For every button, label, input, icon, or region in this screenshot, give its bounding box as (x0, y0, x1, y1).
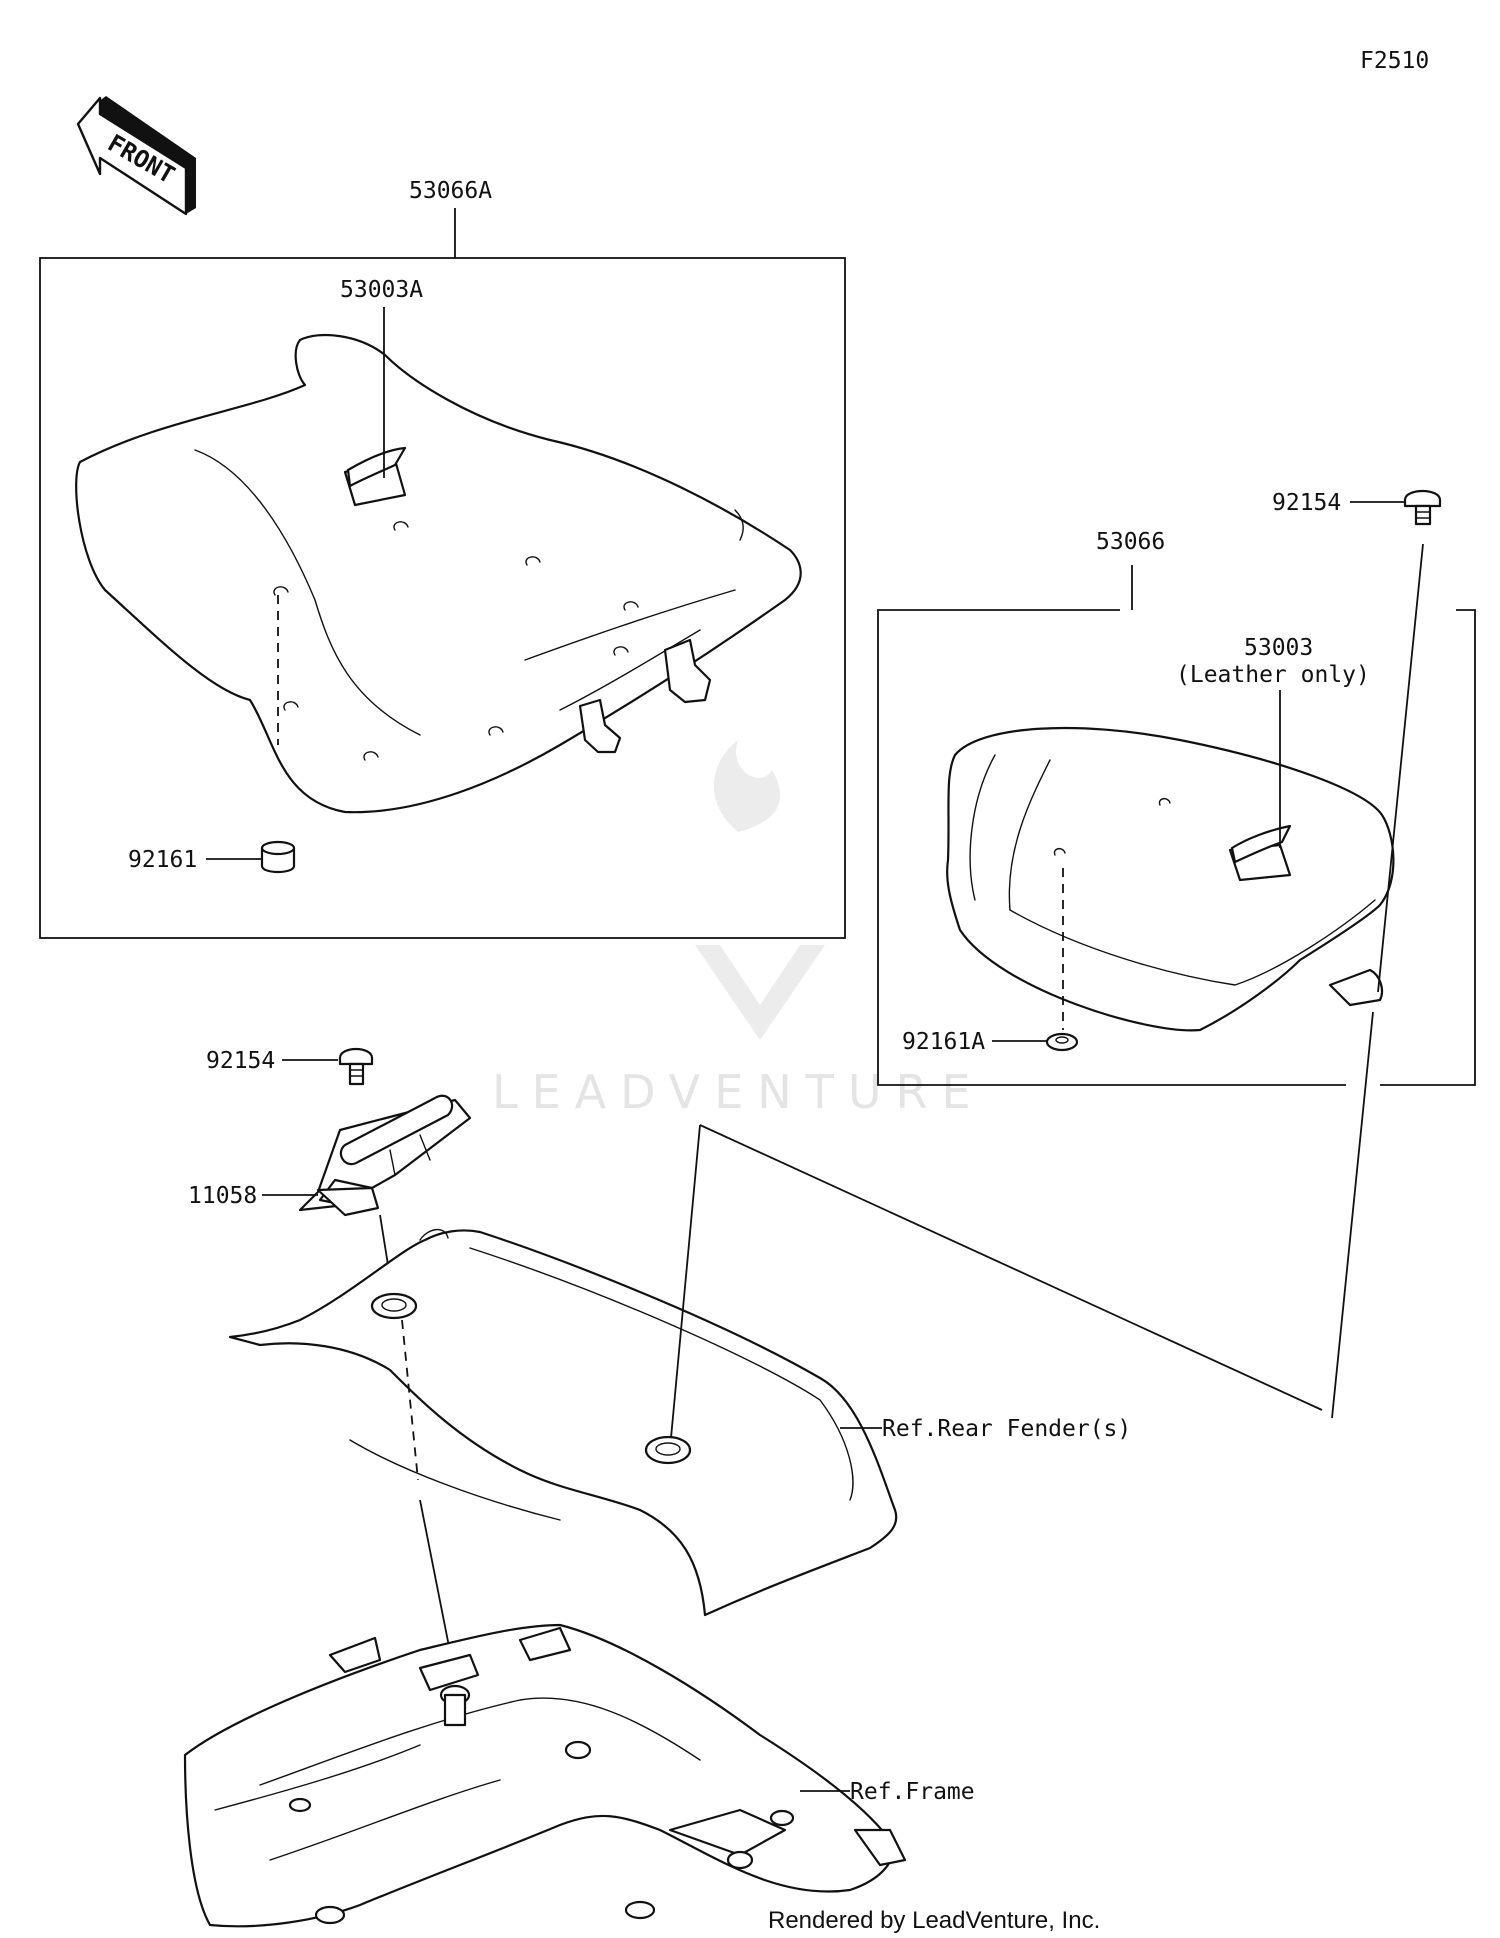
fender-grommet-front (370, 1292, 418, 1320)
watermark-flame-icon (713, 740, 781, 832)
rider-seat-assy-box (39, 257, 846, 939)
rear-fender (228, 1228, 898, 1617)
callout-passenger-seat-label[interactable]: 53003 (1244, 635, 1313, 661)
render-credit: Rendered by LeadVenture, Inc. (768, 1907, 1100, 1934)
callout-passenger-seat-damper[interactable]: 92161A (902, 1029, 985, 1055)
callout-rear-fender-ref[interactable]: Ref.Rear Fender(s) (882, 1416, 1131, 1442)
passenger-seat-bolt (1403, 489, 1442, 526)
passenger-seat-damper (1045, 1032, 1079, 1052)
watermark-v-icon (695, 945, 825, 1040)
callout-rider-seat-label[interactable]: 53003A (340, 277, 423, 303)
callout-passenger-seat-assy[interactable]: 53066 (1096, 529, 1165, 555)
diagram-code: F2510 (1360, 48, 1429, 74)
passenger-seat-assy-box (877, 609, 1476, 1086)
callout-passenger-seat-bolt[interactable]: 92154 (1272, 490, 1341, 516)
rider-seat (75, 333, 802, 814)
callout-rider-seat-assy[interactable]: 53066A (409, 178, 492, 204)
frame (183, 1623, 907, 1928)
hinge-bolt (338, 1047, 374, 1086)
callout-rider-seat-damper[interactable]: 92161 (128, 847, 197, 873)
watermark: LEADVENTURE (492, 740, 985, 1119)
callout-frame-ref[interactable]: Ref.Frame (850, 1779, 975, 1805)
hinge (298, 1094, 472, 1217)
callout-hinge-bolt[interactable]: 92154 (206, 1048, 275, 1074)
fender-grommet-rear (644, 1435, 692, 1465)
watermark-text: LEADVENTURE (492, 1065, 985, 1119)
callout-passenger-seat-label-note[interactable]: (Leather only) (1176, 662, 1370, 688)
front-direction-arrow: FRONT (76, 96, 196, 216)
passenger-seat (946, 726, 1395, 1032)
callout-hinge[interactable]: 11058 (188, 1183, 257, 1209)
